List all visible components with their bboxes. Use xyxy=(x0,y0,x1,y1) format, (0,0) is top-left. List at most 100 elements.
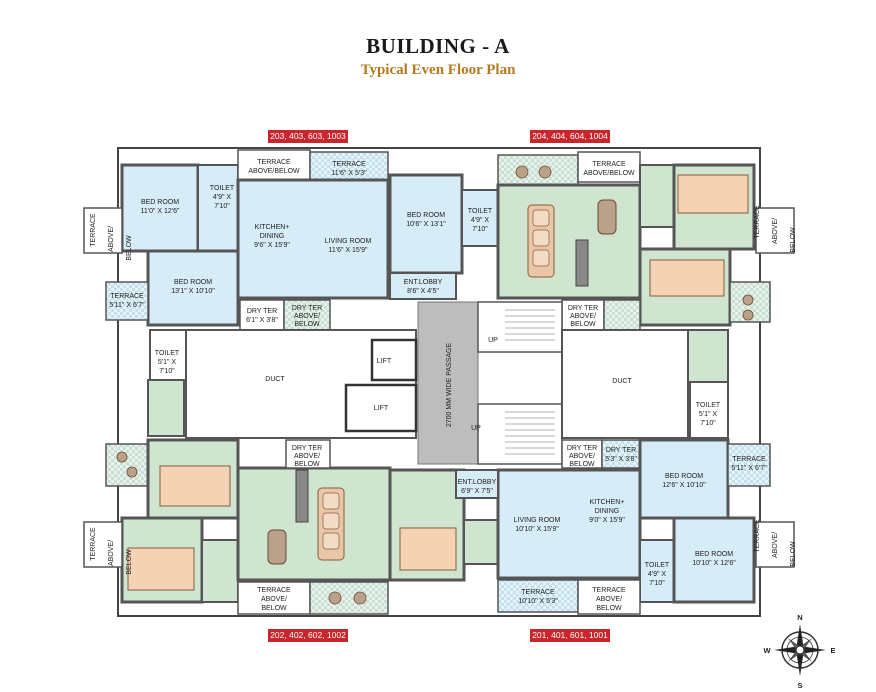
br-kitchen-label: KITCHEN+ xyxy=(590,499,625,506)
tl-terrace2-size: 11'6" X 5'3" xyxy=(331,170,367,177)
tl-dry1-label: DRY TER xyxy=(247,308,277,315)
br-bedroom-label: BED ROOM xyxy=(665,473,703,480)
flat-top-left xyxy=(83,149,390,331)
c-toilet-size-b: 7'10" xyxy=(472,226,488,233)
br-terrace-side-size: 5'11" X 6'7" xyxy=(731,465,767,472)
bl-terrace-bottom-sub2: BELOW xyxy=(261,605,287,612)
bc-entlobby-label: ENT.LOBBY xyxy=(458,479,497,486)
bc-entlobby-size: 6'9" X 7'5" xyxy=(461,488,493,495)
passage-label: 2700 MM WIDE PASSAGE xyxy=(446,343,453,428)
flat-label-top-right: 204, 404, 604, 1004 xyxy=(530,130,610,143)
tl-terrace-left-sub2: BELOW xyxy=(126,235,133,261)
tl-bedroom-label: BED ROOM xyxy=(141,199,179,206)
tl-terrace-side-size: 5'11" X 6'7" xyxy=(109,302,145,309)
br-toilet-label: TOILET xyxy=(645,562,670,569)
br-bedroom2-label: BED ROOM xyxy=(695,551,733,558)
stair-up-label-1: UP xyxy=(488,337,498,344)
flat-top-centre xyxy=(388,173,499,300)
tl-toilet-label: TOILET xyxy=(210,185,235,192)
tl-terrace2-label: TERRACE xyxy=(332,161,366,168)
tl-dry2-sub2: BELOW xyxy=(294,321,320,328)
tl-dry2-sub1: ABOVE/ xyxy=(294,313,320,320)
stair-up-label-2: UP xyxy=(471,425,481,432)
bl-terrace-left-label: TERRACE xyxy=(90,527,97,561)
tl-kitchen-sub: DINING xyxy=(260,233,285,240)
tl-kitchen-label: KITCHEN+ xyxy=(255,224,290,231)
plan-subtitle: Typical Even Floor Plan xyxy=(360,62,516,78)
br-dry1-label: DRY TER xyxy=(567,445,597,452)
br-kitchen-sub: DINING xyxy=(595,508,620,515)
compass-e: E xyxy=(830,646,835,655)
flat-label-bottom-right: 201, 401, 601, 1001 xyxy=(530,629,610,642)
room-labels: BED ROOM 11'0" X 12'6" TOILET 4'9" X 7'1… xyxy=(90,159,797,612)
tr-dry-sub2: BELOW xyxy=(570,321,596,328)
tl-terrace-side-label: TERRACE xyxy=(110,293,144,300)
bl-terrace-left-sub1: ABOVE/ xyxy=(108,540,115,566)
l-duct-label: DUCT xyxy=(265,376,285,383)
tl-terrace-top-sub: ABOVE/BELOW xyxy=(248,168,300,175)
lift1-label: LIFT xyxy=(377,358,392,365)
br-terrace-right-label: TERRACE xyxy=(754,519,761,553)
tr-dry-sub1: ABOVE/ xyxy=(570,313,596,320)
l-toilet-size-b: 7'10" xyxy=(159,368,175,375)
compass-s: S xyxy=(797,681,802,690)
br-kitchen-size: 9'0" X 15'9" xyxy=(589,517,625,524)
lift2-label: LIFT xyxy=(374,405,389,412)
tl-toilet-size-b: 7'10" xyxy=(214,203,230,210)
c-toilet-size-a: 4'9" X xyxy=(471,217,490,224)
tl-living-size: 11'6" X 15'9" xyxy=(328,247,368,254)
tl-terrace-left-sub1: ABOVE/ xyxy=(108,226,115,252)
flat-label-top-left: 203, 403, 603, 1003 xyxy=(268,130,348,143)
core xyxy=(147,301,729,465)
c-entlobby-size: 8'6" X 4'5" xyxy=(407,288,439,295)
tr-terrace-right-label: TERRACE xyxy=(754,205,761,239)
bl-dry-sub2: BELOW xyxy=(294,461,320,468)
br-terrace-bottom1-label: TERRACE xyxy=(521,589,555,596)
br-terrace-bottom2-sub1: ABOVE/ xyxy=(596,596,622,603)
tl-living-label: LIVING ROOM xyxy=(325,238,372,245)
br-terrace-bottom1-size: 10'10" X 5'3" xyxy=(518,598,558,605)
building-outline xyxy=(117,147,761,617)
br-dry2-size: 5'3" X 3'8" xyxy=(605,456,637,463)
l-toilet-label: TOILET xyxy=(155,350,180,357)
br-dry1-sub1: ABOVE/ xyxy=(569,453,595,460)
flat-bottom-left xyxy=(83,438,499,615)
tl-bedroom-size: 11'0" X 12'6" xyxy=(140,208,180,215)
flat-bottom-right xyxy=(455,438,795,615)
tl-toilet-size-a: 4'9" X xyxy=(213,194,232,201)
tl-terrace-top-label: TERRACE xyxy=(257,159,291,166)
c-bedroom-label: BED ROOM xyxy=(407,212,445,219)
tr-terrace-top-sub: ABOVE/BELOW xyxy=(583,170,635,177)
flat-top-right xyxy=(496,151,795,331)
br-terrace-right-sub2: BELOW xyxy=(790,541,797,567)
tr-terrace-top-label: TERRACE xyxy=(592,161,626,168)
flat-label-bottom-left: 202, 402, 602, 1002 xyxy=(268,629,348,642)
tl-kitchen-size: 9'6" X 15'9" xyxy=(254,242,290,249)
compass-n: N xyxy=(797,613,802,622)
plan-title: BUILDING - A xyxy=(366,34,510,58)
br-toilet-size-b: 7'10" xyxy=(649,580,665,587)
r-toilet-size-a: 5'1" X xyxy=(699,411,718,418)
bl-dry-sub1: ABOVE/ xyxy=(294,453,320,460)
r-toilet-size-b: 7'10" xyxy=(700,420,716,427)
br-living-label: LIVING ROOM xyxy=(514,517,561,524)
compass-w: W xyxy=(763,646,771,655)
br-toilet-size-a: 4'9" X xyxy=(648,571,667,578)
br-bedroom-size: 12'6" X 10'10" xyxy=(662,482,706,489)
compass-icon: N S E W xyxy=(763,613,835,690)
br-terrace-right-sub1: ABOVE/ xyxy=(772,532,779,558)
r-duct-label: DUCT xyxy=(612,378,632,385)
tl-bedroom2-label: BED ROOM xyxy=(174,279,212,286)
l-toilet-size-a: 5'1" X xyxy=(158,359,177,366)
br-bedroom2-size: 10'10" X 12'6" xyxy=(692,560,736,567)
tl-dry1-size: 6'1" X 3'8" xyxy=(246,317,278,324)
br-dry1-sub2: BELOW xyxy=(569,461,595,468)
tl-bedroom2-size: 13'1" X 10'10" xyxy=(171,288,215,295)
c-entlobby-label: ENT.LOBBY xyxy=(404,279,443,286)
tr-dry-label: DRY TER xyxy=(568,305,598,312)
c-bedroom-size: 10'6" X 13'1" xyxy=(406,221,446,228)
tl-terrace-left-label: TERRACE xyxy=(90,213,97,247)
bl-terrace-bottom-sub1: ABOVE/ xyxy=(261,596,287,603)
bl-terrace-left-sub2: BELOW xyxy=(126,549,133,575)
br-terrace-side-label: TERRACE xyxy=(732,456,766,463)
